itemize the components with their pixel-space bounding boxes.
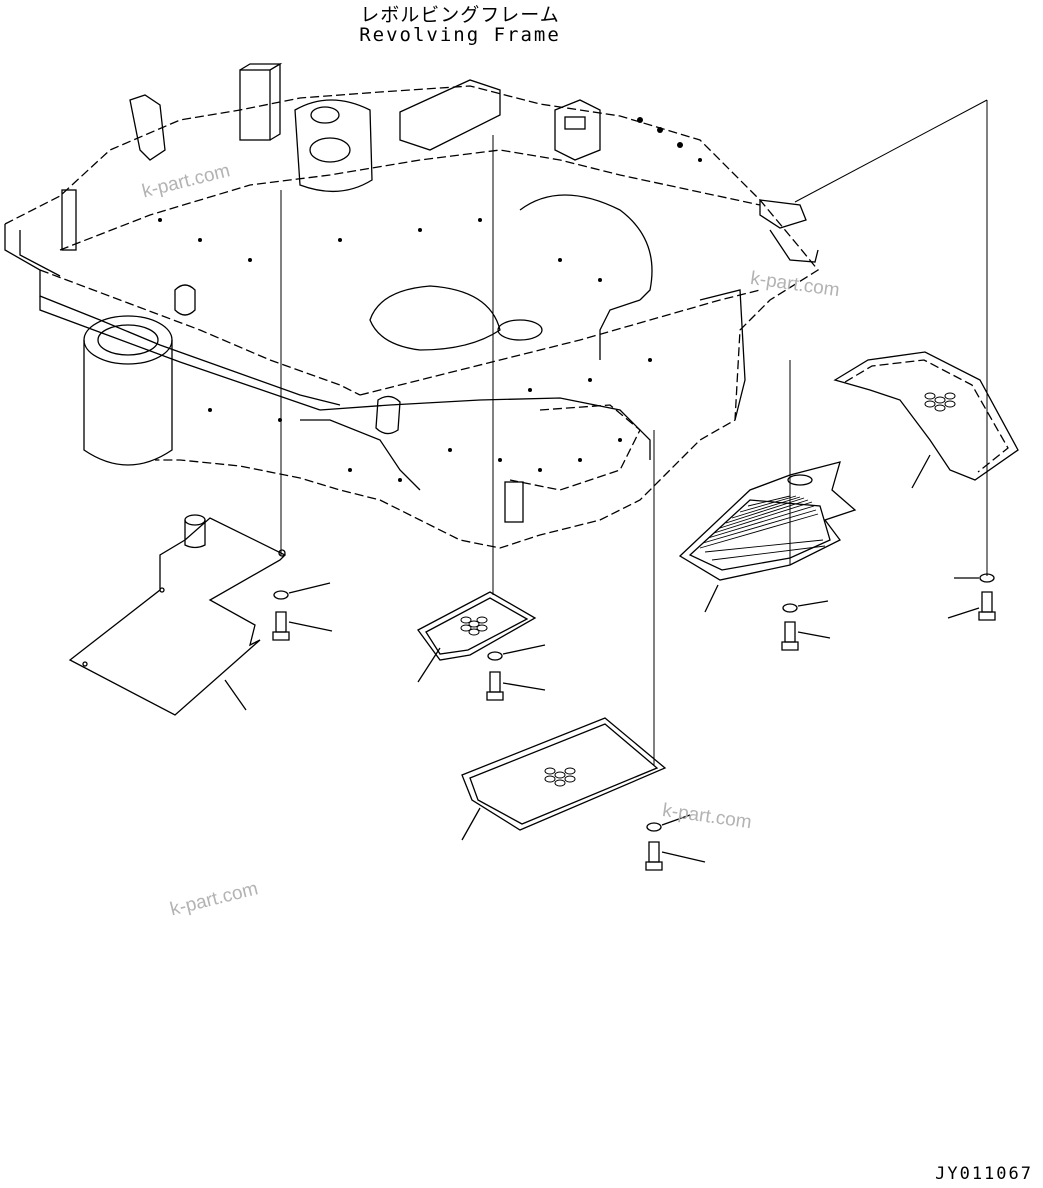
- cover-plate-center-small: [417, 591, 537, 683]
- bolt-washer-1: [272, 582, 333, 641]
- alignment-lines: [280, 99, 988, 765]
- cover-plate-center-lower: [461, 717, 667, 841]
- title-japanese: レボルビングフレーム: [360, 4, 560, 26]
- drawing-number: JY011067: [935, 1164, 1033, 1184]
- under-cover-grille: [678, 461, 857, 613]
- bolt-washer-3: [645, 814, 706, 871]
- title-english: Revolving Frame: [359, 24, 561, 46]
- bolt-washer-5: [947, 573, 996, 621]
- cover-plate-left: [68, 514, 287, 716]
- revolving-frame: [4, 62, 819, 549]
- bolt-washer-2: [486, 644, 546, 701]
- bolt-washer-4: [781, 600, 831, 651]
- cover-plate-right: [833, 351, 1019, 489]
